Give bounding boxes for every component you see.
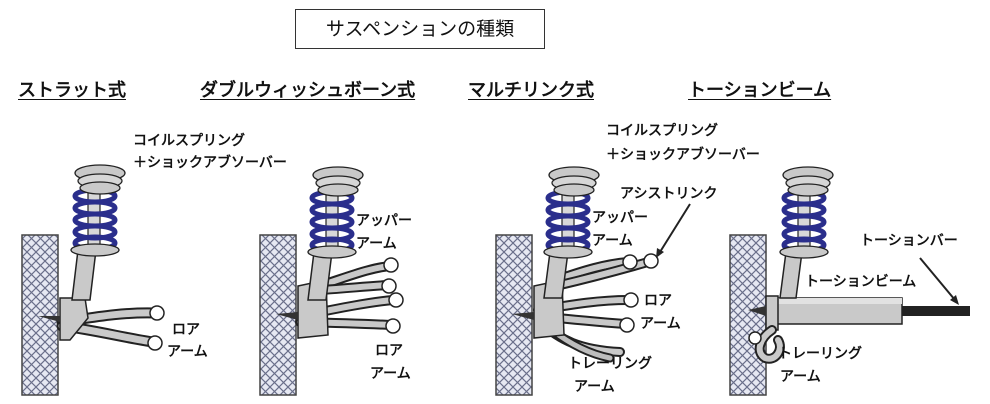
label-strut-coil-2: ＋ショックアブソーバー xyxy=(133,155,287,171)
ml-upper-arm xyxy=(551,253,659,291)
label-ml-trailing-2: アーム xyxy=(574,379,615,395)
double-wishbone-suspension xyxy=(259,166,404,396)
label-ml-coil-2: ＋ショックアブソーバー xyxy=(606,147,760,163)
heading-torsion-beam: トーションビーム xyxy=(688,80,832,101)
label-strut-lower-1: ロア xyxy=(172,322,200,338)
label-tb-torsion-beam: トーションビーム xyxy=(805,274,917,290)
label-strut-lower-2: アーム xyxy=(167,344,208,360)
tb-shock-absorber xyxy=(779,251,803,299)
multilink-suspension xyxy=(495,166,691,396)
page-title: サスペンションの種類 xyxy=(295,9,545,49)
label-tb-trailing-2: アーム xyxy=(780,369,821,385)
label-ml-lower-1: ロア xyxy=(644,293,672,309)
heading-double-wishbone: ダブルウィッシュボーン式 xyxy=(200,80,416,101)
label-ml-trailing-1: トレーリング xyxy=(568,356,652,372)
label-strut-coil-1: コイルスプリング xyxy=(133,133,245,149)
strut-tire xyxy=(21,234,59,396)
label-ml-coil-1: コイルスプリング xyxy=(606,123,718,139)
label-dw-lower-1: ロア xyxy=(375,343,403,359)
heading-multilink: マルチリンク式 xyxy=(468,80,594,101)
label-dw-upper-2: アーム xyxy=(356,236,397,252)
tb-torsion-bar-leader xyxy=(919,257,956,301)
strut-suspension xyxy=(21,164,165,396)
label-ml-lower-2: アーム xyxy=(640,316,681,332)
label-tb-trailing-1: トレーリング xyxy=(778,346,862,362)
ml-assist-leader xyxy=(659,203,691,253)
heading-strut: ストラット式 xyxy=(18,80,126,101)
tb-torsion-bar xyxy=(900,306,970,316)
label-dw-upper-1: アッパー xyxy=(356,213,412,229)
tb-trailing-arm xyxy=(748,295,785,364)
label-ml-assist: アシストリンク xyxy=(620,186,718,202)
label-ml-upper-1: アッパー xyxy=(592,210,648,226)
label-ml-upper-2: アーム xyxy=(592,233,633,249)
dw-upper-arm xyxy=(317,257,399,295)
label-tb-torsion-bar: トーションバー xyxy=(860,233,958,249)
strut-shock-absorber xyxy=(71,249,97,301)
tb-tire xyxy=(729,234,767,396)
dw-coil-spring xyxy=(309,189,355,254)
ml-shock-absorber xyxy=(543,251,569,299)
torsion-beam-suspension xyxy=(729,166,970,396)
label-dw-lower-2: アーム xyxy=(370,366,411,382)
